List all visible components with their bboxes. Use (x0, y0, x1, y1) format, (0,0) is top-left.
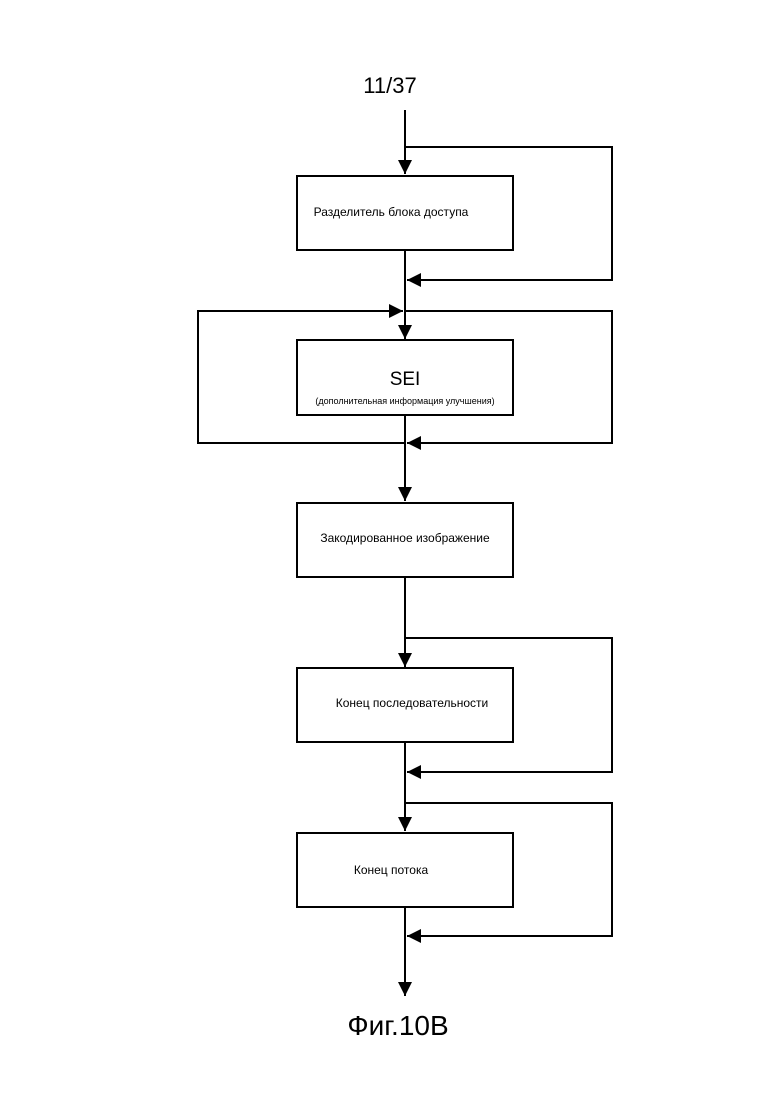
figure-caption: Фиг.10В (347, 1010, 448, 1041)
access-unit-delimiter-label: Разделитель блока доступа (314, 205, 469, 219)
end-of-sequence-block: Конец последовательности (297, 668, 513, 742)
end-of-stream-block: Конец потока (297, 833, 513, 907)
end-of-stream-label: Конец потока (354, 863, 429, 877)
end-of-sequence-label: Конец последовательности (336, 696, 488, 710)
coded-picture-block: Закодированное изображение (297, 503, 513, 577)
sei-title: SEI (390, 369, 421, 390)
page-number: 11/37 (363, 73, 416, 98)
access-unit-delimiter-block: Разделитель блока доступа (297, 176, 513, 250)
coded-picture-label: Закодированное изображение (320, 531, 490, 545)
sei-subtitle: (дополнительная информация улучшения) (315, 396, 494, 406)
sei-block: SEI (дополнительная информация улучшения… (297, 340, 513, 415)
